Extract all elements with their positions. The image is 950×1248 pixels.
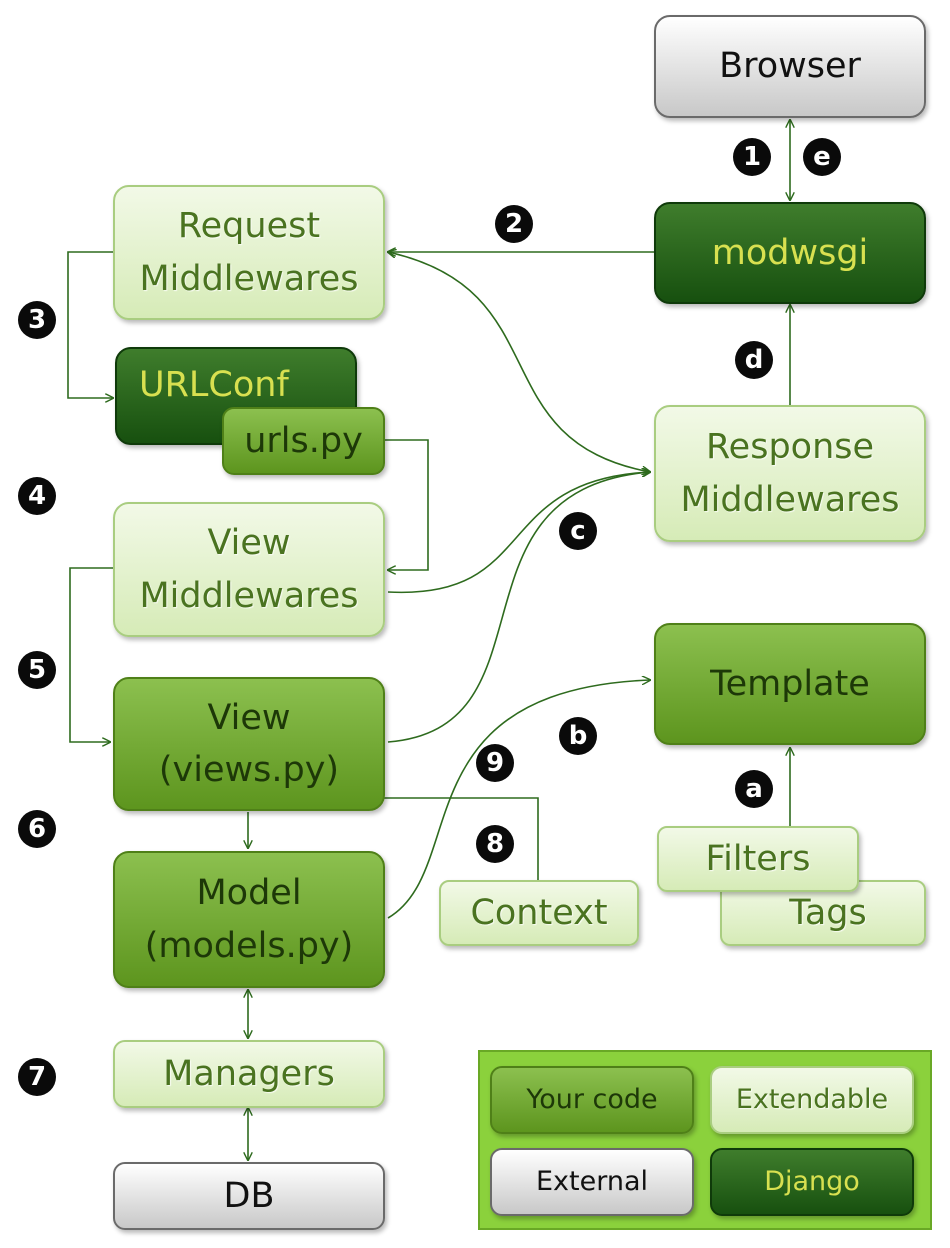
db-box: DB bbox=[113, 1162, 385, 1230]
step-badge-8: 8 bbox=[476, 825, 514, 863]
legend-extendable-label: Extendable bbox=[735, 1083, 889, 1115]
step-badge-2: 2 bbox=[495, 205, 533, 243]
modwsgi-box: modwsgi bbox=[654, 202, 926, 304]
context-label: Context bbox=[470, 892, 608, 933]
step-badge-c: c bbox=[559, 512, 597, 550]
response-middlewares-box: Response Middlewares bbox=[654, 405, 926, 542]
response-mw-line2: Middlewares bbox=[680, 479, 900, 520]
view-middlewares-box: View Middlewares bbox=[113, 502, 385, 637]
step-badge-a: a bbox=[735, 770, 773, 808]
legend-your-code: Your code bbox=[490, 1066, 694, 1134]
filters-label: Filters bbox=[705, 838, 811, 879]
model-box: Model (models.py) bbox=[113, 851, 385, 988]
view-line1: View bbox=[207, 697, 291, 738]
modwsgi-label: modwsgi bbox=[711, 232, 869, 273]
step-badge-6: 6 bbox=[18, 810, 56, 848]
edge-request-urlconf bbox=[67, 251, 113, 398]
step-badge-4: 4 bbox=[18, 477, 56, 515]
context-box: Context bbox=[439, 880, 639, 946]
step-badge-9: 9 bbox=[476, 744, 514, 782]
edge-request-response bbox=[388, 252, 650, 472]
tags-label: Tags bbox=[789, 892, 867, 933]
step-badge-e: e bbox=[803, 138, 841, 176]
urls-py-box: urls.py bbox=[222, 407, 385, 475]
legend-external-label: External bbox=[535, 1165, 649, 1197]
request-middlewares-box: Request Middlewares bbox=[113, 185, 385, 320]
template-label: Template bbox=[710, 663, 870, 704]
edge-viewmw-view bbox=[69, 567, 113, 742]
legend: Your code Extendable External Django bbox=[478, 1050, 932, 1230]
managers-box: Managers bbox=[113, 1040, 385, 1108]
request-mw-line1: Request bbox=[177, 206, 321, 246]
view-mw-line1: View bbox=[207, 523, 291, 563]
model-line2: (models.py) bbox=[144, 925, 354, 966]
response-mw-line1: Response bbox=[705, 427, 875, 467]
browser-box: Browser bbox=[654, 15, 926, 118]
db-label: DB bbox=[223, 1175, 275, 1216]
edge-viewmw-response bbox=[387, 472, 650, 594]
urls-py-label: urls.py bbox=[244, 420, 363, 461]
view-line2: (views.py) bbox=[158, 750, 340, 790]
step-badge-3: 3 bbox=[18, 301, 56, 339]
legend-extendable: Extendable bbox=[710, 1066, 914, 1134]
legend-django-label: Django bbox=[764, 1165, 860, 1197]
edge-view-response bbox=[387, 472, 650, 743]
urlconf-label: URLConf bbox=[139, 365, 289, 405]
filters-box: Filters bbox=[657, 826, 859, 892]
legend-your-code-label: Your code bbox=[526, 1083, 658, 1115]
step-badge-b: b bbox=[559, 717, 597, 755]
view-box: View (views.py) bbox=[113, 677, 385, 811]
model-line1: Model bbox=[196, 873, 302, 913]
legend-django: Django bbox=[710, 1148, 914, 1216]
request-mw-line2: Middlewares bbox=[139, 258, 359, 299]
step-badge-5: 5 bbox=[18, 651, 56, 689]
step-badge-1: 1 bbox=[733, 138, 771, 176]
legend-external: External bbox=[490, 1148, 694, 1216]
template-box: Template bbox=[654, 623, 926, 745]
view-mw-line2: Middlewares bbox=[139, 575, 359, 616]
step-badge-d: d bbox=[735, 341, 773, 379]
edge-urls-viewmw bbox=[385, 439, 429, 570]
step-badge-7: 7 bbox=[18, 1058, 56, 1096]
managers-label: Managers bbox=[163, 1053, 335, 1094]
browser-label: Browser bbox=[719, 46, 861, 87]
